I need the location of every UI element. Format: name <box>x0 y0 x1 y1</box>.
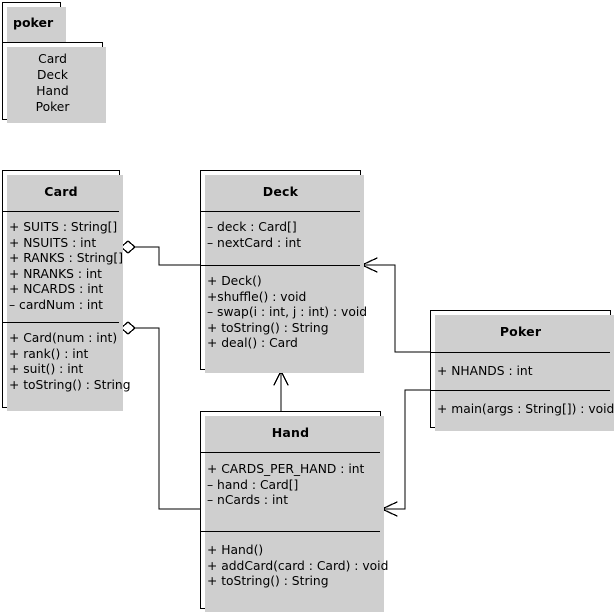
package-contents-list: Card Deck Hand Poker <box>3 43 102 115</box>
attribute-item: + NCARDS : int <box>9 282 104 296</box>
attribute-item: – nextCard : int <box>207 235 302 250</box>
aggregation-diamond-card-hand <box>120 321 136 335</box>
operation-item: + toString() : String <box>207 574 329 588</box>
operation-item: + toString() : String <box>9 377 131 392</box>
class-name-hand: Hand <box>271 425 310 440</box>
attribute-list: + CARDS_PER_HAND : int – hand : Card[] –… <box>201 462 380 509</box>
class-name-poker: Poker <box>499 324 542 339</box>
package-content-item[interactable]: Poker <box>35 100 70 114</box>
operations-compartment-poker: + main(args : String[]) : void <box>431 390 615 428</box>
class-box-poker[interactable]: Poker + NHANDS : int + main(args : Strin… <box>430 310 615 431</box>
package-body: Card Deck Hand Poker <box>2 42 106 123</box>
class-name-card: Card <box>44 184 78 199</box>
class-name-deck: Deck <box>262 184 299 199</box>
connector-card-hand <box>135 327 200 510</box>
connector-card-deck <box>135 246 200 266</box>
operation-item: + addCard(card : Card) : void <box>207 558 389 573</box>
operation-list: + main(args : String[]) : void <box>431 402 615 418</box>
operation-item: + suit() : int <box>9 362 84 376</box>
operation-item: + Deck() <box>207 274 262 288</box>
package-content-item[interactable]: Deck <box>37 68 68 82</box>
operation-item: – swap(i : int, j : int) : void <box>207 305 368 319</box>
class-box-deck[interactable]: Deck – deck : Card[] – nextCard : int + … <box>200 170 368 373</box>
attributes-compartment-hand: + CARDS_PER_HAND : int – hand : Card[] –… <box>201 452 380 531</box>
attribute-item: + NSUITS : int <box>9 235 97 250</box>
operation-item: + rank() : int <box>9 346 89 361</box>
connector-hand-deck <box>273 370 289 411</box>
operations-compartment-card: + Card(num : int) + rank() : int + suit(… <box>3 322 131 407</box>
attributes-compartment-card: + SUITS : String[] + NSUITS : int + RANK… <box>3 211 123 322</box>
attribute-list: + SUITS : String[] + NSUITS : int + RANK… <box>3 220 123 313</box>
operations-compartment-deck: + Deck() +shuffle() : void – swap(i : in… <box>201 265 368 369</box>
attributes-compartment-poker: + NHANDS : int <box>431 352 610 390</box>
package-tab: poker <box>2 2 66 48</box>
operation-item: + deal() : Card <box>207 336 298 350</box>
operation-item: + Hand() <box>207 543 264 557</box>
attribute-item: – nCards : int <box>207 493 289 507</box>
operation-list: + Hand() + addCard(card : Card) : void +… <box>201 543 389 590</box>
connector-poker-deck <box>361 257 430 353</box>
package-content-item[interactable]: Card <box>38 52 67 66</box>
operation-list: + Deck() +shuffle() : void – swap(i : in… <box>201 274 368 352</box>
operation-item: + main(args : String[]) : void <box>437 402 615 416</box>
operation-item: +shuffle() : void <box>207 289 307 304</box>
attribute-list: + NHANDS : int <box>431 364 610 380</box>
aggregation-diamond-card-deck <box>120 240 136 254</box>
attribute-item: – hand : Card[] <box>207 477 299 492</box>
attributes-compartment-deck: – deck : Card[] – nextCard : int <box>201 211 360 265</box>
attribute-item: + NHANDS : int <box>437 364 533 378</box>
attribute-item: + CARDS_PER_HAND : int <box>207 462 365 476</box>
package-poker[interactable]: poker Card Deck Hand Poker <box>2 2 106 123</box>
attribute-item: – deck : Card[] <box>207 220 297 234</box>
operations-compartment-hand: + Hand() + addCard(card : Card) : void +… <box>201 531 389 608</box>
operation-item: + Card(num : int) <box>9 331 118 345</box>
package-content-item[interactable]: Hand <box>36 84 69 98</box>
operation-item: + toString() : String <box>207 320 329 335</box>
operation-list: + Card(num : int) + rank() : int + suit(… <box>3 331 131 393</box>
attribute-item: + NRANKS : int <box>9 266 102 281</box>
attribute-item: – cardNum : int <box>9 297 103 312</box>
class-box-hand[interactable]: Hand + CARDS_PER_HAND : int – hand : Car… <box>200 411 389 612</box>
attribute-list: – deck : Card[] – nextCard : int <box>201 220 360 251</box>
connector-poker-hand <box>381 389 430 517</box>
class-box-card[interactable]: Card + SUITS : String[] + NSUITS : int +… <box>2 170 131 411</box>
attribute-item: + RANKS : String[] <box>9 251 123 265</box>
package-name: poker <box>13 15 54 30</box>
attribute-item: + SUITS : String[] <box>9 220 118 234</box>
